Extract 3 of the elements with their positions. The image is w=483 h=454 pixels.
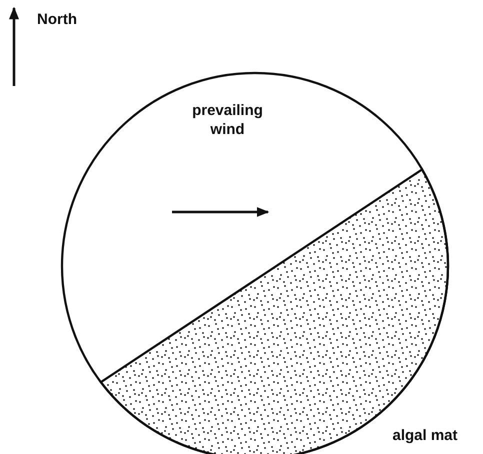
wind-label: prevailing wind — [191, 101, 264, 139]
compass-label: North — [37, 10, 78, 29]
region-label: algal mat — [391, 426, 459, 445]
